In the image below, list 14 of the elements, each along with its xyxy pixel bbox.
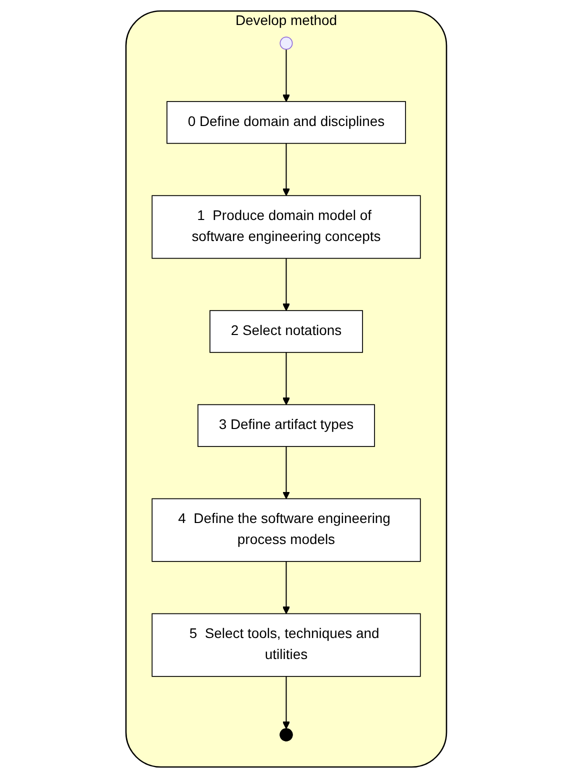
arrow bbox=[282, 561, 290, 614]
arrow bbox=[282, 49, 290, 102]
arrow bbox=[282, 676, 290, 730]
node-box: 0 Define domain and disciplines bbox=[166, 101, 406, 144]
arrow bbox=[282, 446, 290, 500]
node-circle bbox=[280, 36, 294, 50]
node-box: 4 Define the software engineering process models bbox=[152, 498, 422, 562]
arrow bbox=[282, 352, 290, 406]
node-box: 5 Select tools, techniques and utilities bbox=[152, 613, 422, 677]
node-box: 2 Select notations bbox=[210, 310, 364, 353]
arrow bbox=[282, 258, 290, 311]
node-box: 3 Define artifact types bbox=[198, 404, 376, 447]
node-box: 1 Produce domain model of software engineering concepts bbox=[152, 195, 422, 259]
arrow bbox=[282, 143, 290, 196]
